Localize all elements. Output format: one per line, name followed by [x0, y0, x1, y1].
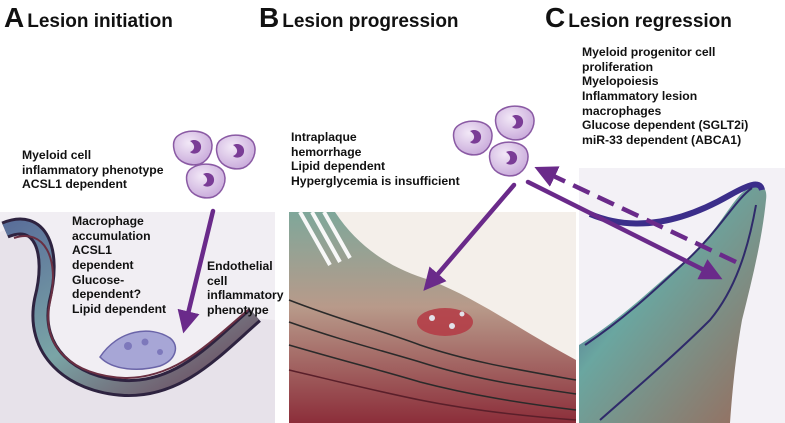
- note-line: Intraplaque: [291, 130, 357, 144]
- panel-a-histology: [0, 212, 275, 423]
- panel-c-letter: C: [545, 2, 565, 33]
- panel-b-name: Lesion progression: [282, 11, 459, 32]
- note-line: dependent: [72, 257, 134, 272]
- arrow-b-cells-to-c-lesion: [525, 179, 723, 280]
- myeloid-cell: [488, 141, 529, 177]
- arrow-b-cells-to-lesion: [423, 182, 517, 291]
- note-line: Myeloid cell: [22, 148, 92, 162]
- note-line: proliferation: [582, 59, 654, 74]
- note-line: accumulation: [72, 228, 151, 243]
- note-a-macrophage: Macrophage accumulation ACSL1 dependent …: [72, 214, 166, 316]
- note-line: inflammatory: [207, 288, 284, 303]
- myeloid-cell: [452, 120, 493, 156]
- panel-a-name: Lesion initiation: [27, 11, 173, 32]
- note-line: Glucose dependent (SGLT2i): [582, 118, 749, 133]
- arrows: [177, 166, 737, 334]
- note-line: inflammatory phenotype: [22, 162, 164, 177]
- panel-b-letter: B: [259, 2, 279, 33]
- note-c-regression: Myeloid progenitor cell proliferation My…: [582, 45, 748, 147]
- note-a-endothelial: Endothelial cell inflammatory phenotype: [207, 259, 284, 318]
- note-b-progression: Intraplaque hemorrhage Lipid dependent H…: [291, 130, 460, 189]
- note-line: hemorrhage: [291, 144, 362, 159]
- myeloid-cell: [172, 130, 213, 166]
- note-line: dependent?: [72, 287, 142, 302]
- note-line: Hyperglycemia is insufficient: [291, 173, 460, 188]
- note-line: Lipid dependent: [72, 301, 167, 316]
- myeloid-cell-group-b: [452, 105, 535, 177]
- note-line: ACSL1 dependent: [22, 177, 127, 192]
- myeloid-cell: [215, 134, 256, 170]
- arrow-c-lesion-to-cells-dashed: [534, 166, 737, 265]
- arrow-a-cells-to-lesion: [177, 208, 216, 334]
- note-line: miR-33 dependent (ABCA1): [582, 132, 742, 147]
- note-line: Glucose-: [72, 272, 125, 287]
- note-line: Lipid dependent: [291, 159, 386, 174]
- note-a-myeloid: Myeloid cell inflammatory phenotype ACSL…: [22, 148, 164, 192]
- note-line: Macrophage: [72, 214, 144, 228]
- note-line: phenotype: [207, 302, 269, 317]
- myeloid-cell-group-a: [172, 130, 256, 199]
- note-line: Endothelial: [207, 259, 273, 273]
- note-line: ACSL1: [72, 243, 112, 258]
- note-line: Inflammatory lesion: [582, 88, 698, 103]
- panel-c-histology: [579, 168, 785, 423]
- panel-b-histology: [288, 211, 577, 423]
- myeloid-cell: [185, 163, 226, 199]
- note-line: macrophages: [582, 103, 662, 118]
- note-line: cell: [207, 273, 228, 288]
- panel-a-letter: A: [4, 2, 24, 33]
- panel-c-name: Lesion regression: [568, 11, 732, 32]
- note-line: Myelopoiesis: [582, 74, 659, 89]
- myeloid-cell: [494, 105, 535, 141]
- note-line: Myeloid progenitor cell: [582, 45, 716, 59]
